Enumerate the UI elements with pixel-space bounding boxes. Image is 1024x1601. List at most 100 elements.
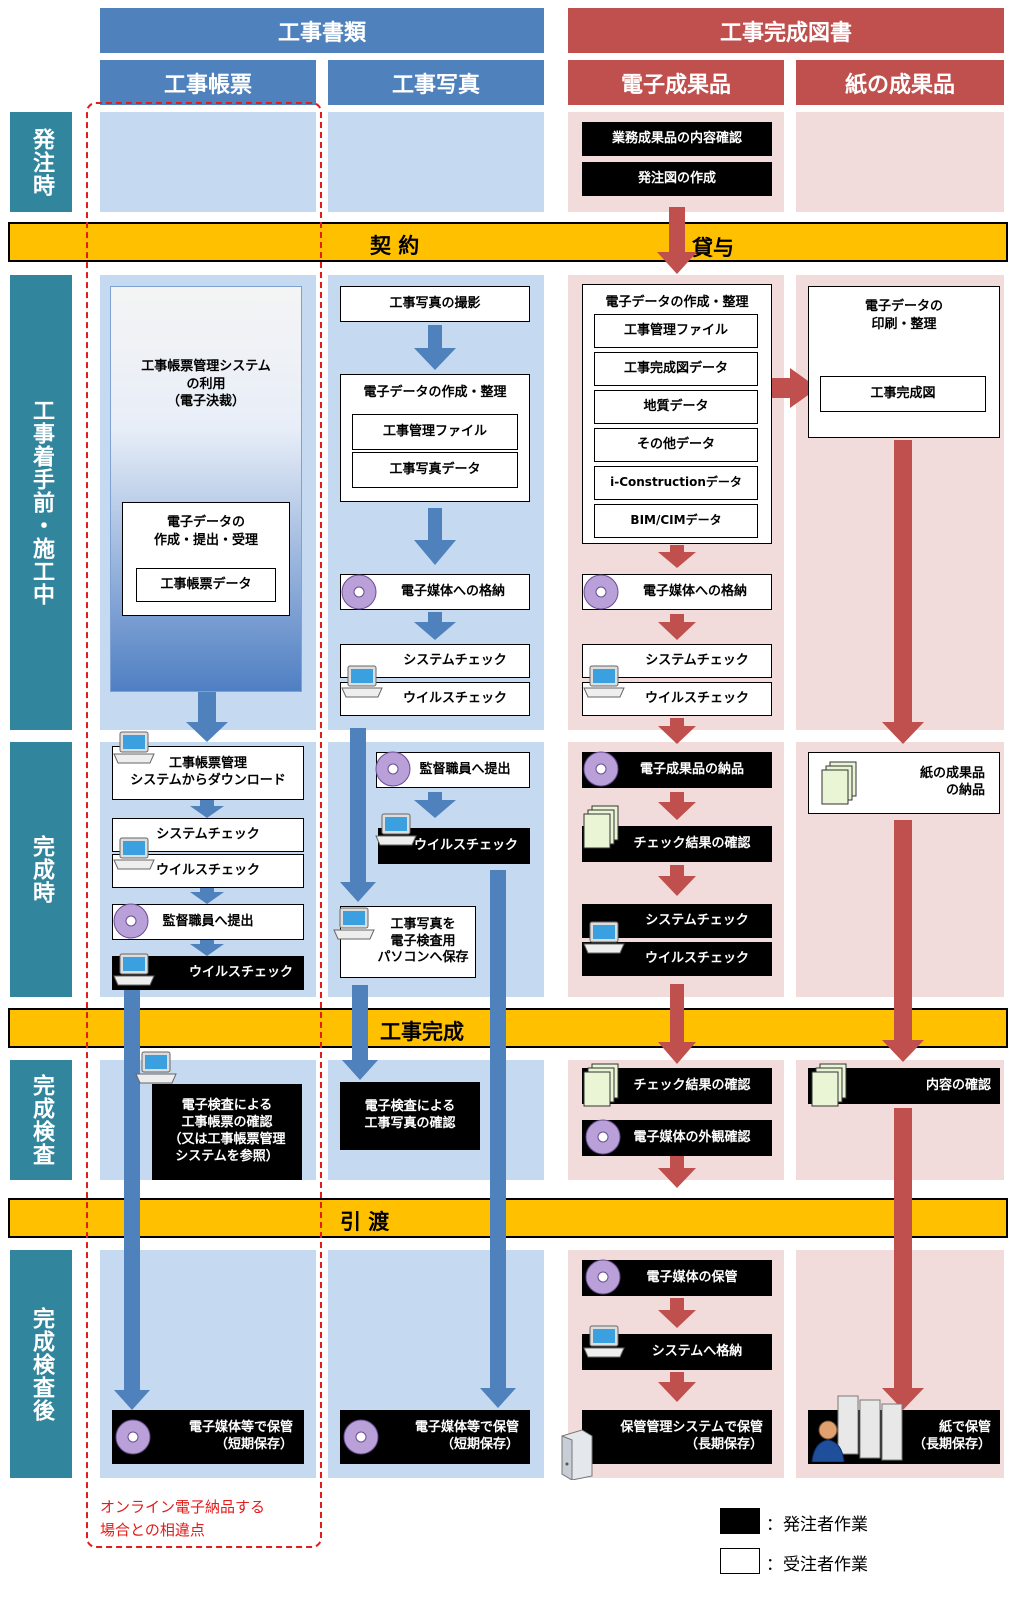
chohyo-system-use-line2: の利用 (186, 376, 226, 392)
denshi-item-1: 工事完成図データ (594, 352, 758, 386)
arrow-denshi-7 (658, 1156, 696, 1188)
laptop-icon (583, 665, 625, 698)
header-koji-chohyo: 工事帳票 (100, 60, 316, 105)
shashin-pc-save-line1: 工事写真を (390, 916, 456, 932)
denshi-gaikan: 電子媒体の外観確認 (582, 1120, 772, 1156)
kami-kanseizu: 工事完成図 (820, 376, 986, 412)
phase-kensa-go: 完成検査後 (10, 1250, 72, 1478)
laptop-icon (135, 1051, 177, 1084)
online-difference-note-line1: オンライン電子納品する (100, 1498, 266, 1516)
kami-hokan-main: 紙で保管 (938, 1420, 991, 1436)
shashin-denshi-kensa-line2: 工事写真の確認 (364, 1116, 456, 1131)
denshi-hokan-sub: （長期保存） (684, 1437, 763, 1452)
chohyo-denshi-kensa-line4: システムを参照） (175, 1148, 279, 1164)
chohyo-hokan: 電子媒体等で保管 （短期保存） (112, 1410, 304, 1464)
kami-print-line1: 電子データの (864, 299, 943, 314)
legend-jutyusha: ：受注者作業 (766, 1555, 868, 1575)
arrow-to-kami (762, 368, 818, 408)
kami-nohin-line1: 紙の成果品 (919, 766, 985, 782)
denshi-system-check2: システムチェック (582, 904, 772, 938)
document-stack-icon (811, 1063, 847, 1107)
shashin-hokan-sub: （短期保存） (440, 1437, 519, 1452)
bar-keiyaku (8, 222, 1008, 262)
phase-kanseiji: 完成時 (10, 742, 72, 997)
shashin-system-check: システムチェック (340, 644, 530, 678)
lane-chohyo-r1 (100, 112, 316, 212)
shashin-pc-save-line3: パソコンへ保存 (377, 950, 469, 966)
denshi-naiyo-kakunin: 業務成果品の内容確認 (582, 122, 772, 156)
disc-icon (585, 1259, 621, 1295)
laptop-icon (113, 953, 155, 986)
laptop-icon (375, 813, 417, 846)
chohyo-hokan-main: 電子媒体等で保管 (188, 1420, 293, 1436)
denshi-hacchuzu: 発注図の作成 (582, 162, 772, 196)
arrow-shashin-long2 (342, 985, 378, 1080)
header-koji-shorui: 工事書類 (100, 8, 544, 53)
chohyo-denshi-kensa-line1: 電子検査による (181, 1098, 273, 1114)
bar-koji-kansei (8, 1008, 1008, 1048)
denshi-data-create: 電子データの作成・整理 (605, 295, 749, 310)
lane-shashin-r1 (328, 112, 544, 212)
laptop-icon (333, 907, 375, 940)
chohyo-hokan-sub: （短期保存） (214, 1437, 293, 1452)
laptop-icon (583, 1325, 625, 1358)
shashin-denshi-kensa: 電子検査による 工事写真の確認 (340, 1082, 480, 1150)
chohyo-denshi-kensa: 電子検査による 工事帳票の確認 （又は工事帳票管理 システムを参照） (152, 1084, 302, 1180)
person-server-icon (811, 1395, 903, 1462)
shashin-photo-data: 工事写真データ (352, 452, 518, 488)
server-icon (561, 1429, 593, 1480)
bar-taiyo-label: 貸与 (692, 236, 734, 260)
arrow-denshi-9 (658, 1372, 696, 1402)
phase-chakushu: 工事着手前・施工中 (10, 275, 72, 730)
denshi-hokan-main: 保管管理システムで保管 (620, 1420, 763, 1436)
arrow-kami-3 (882, 1108, 924, 1410)
arrow-denshi-2 (658, 614, 696, 640)
laptop-icon (113, 731, 155, 764)
header-koji-shashin: 工事写真 (328, 60, 544, 105)
chohyo-download-line2: システムからダウンロード (130, 773, 286, 788)
disc-icon (583, 751, 619, 787)
shashin-data-create: 電子データの作成・整理 (363, 385, 507, 400)
denshi-hokan: 保管管理システムで保管 （長期保存） (582, 1410, 772, 1464)
chohyo-system-use: 工事帳票管理システム の利用 （電子決裁） (112, 358, 300, 411)
disc-icon (341, 574, 377, 610)
denshi-item-3: その他データ (594, 428, 758, 462)
header-kami-seikahin: 紙の成果品 (796, 60, 1004, 105)
chohyo-system-panel (110, 286, 302, 692)
arrow-denshi-1 (658, 545, 696, 568)
arrow-chohyo-4 (190, 940, 224, 956)
chohyo-download-line1: 工事帳票管理 (168, 756, 247, 772)
laptop-icon (583, 921, 625, 954)
disc-icon (375, 751, 411, 787)
arrow-kami-1 (882, 440, 924, 744)
shashin-hokan-main: 電子媒体等で保管 (414, 1420, 519, 1436)
kami-nohin-line2: の納品 (945, 783, 985, 798)
chohyo-system-use-line3: （電子決裁） (166, 394, 245, 410)
online-difference-note-line2: 場合との相違点 (100, 1520, 205, 1539)
document-stack-icon (583, 805, 619, 849)
shashin-kanri-file: 工事管理ファイル (352, 414, 518, 450)
kami-hokan-sub: （長期保存） (912, 1437, 991, 1452)
document-stack-icon (821, 761, 857, 805)
online-difference-boundary (86, 102, 322, 1548)
kami-print-box (808, 286, 1000, 438)
lane-kami-r1 (796, 112, 1004, 212)
document-stack-icon (583, 1063, 619, 1107)
arrow-denshi-4 (658, 792, 696, 820)
arrow-denshi-6 (658, 984, 696, 1064)
phase-hacchuji: 発注時 (10, 112, 72, 212)
shashin-denshi-kensa-line1: 電子検査による (364, 1099, 456, 1115)
chohyo-denshi-kensa-line3: （又は工事帳票管理 (168, 1132, 286, 1147)
arrow-shashin-1 (414, 325, 456, 370)
denshi-item-4: i-Constructionデータ (594, 466, 758, 500)
kami-print-line2: 印刷・整理 (871, 316, 937, 332)
arrow-shashin-3 (414, 612, 456, 640)
chohyo-denshi-kensa-line2: 工事帳票の確認 (181, 1115, 273, 1131)
laptop-icon (341, 665, 383, 698)
arrow-chohyo-long (114, 990, 150, 1410)
disc-icon (113, 903, 149, 939)
chohyo-data-create-line2: 作成・提出・受理 (153, 532, 258, 548)
disc-icon (583, 574, 619, 610)
chohyo-system-check: システムチェック (112, 818, 304, 852)
